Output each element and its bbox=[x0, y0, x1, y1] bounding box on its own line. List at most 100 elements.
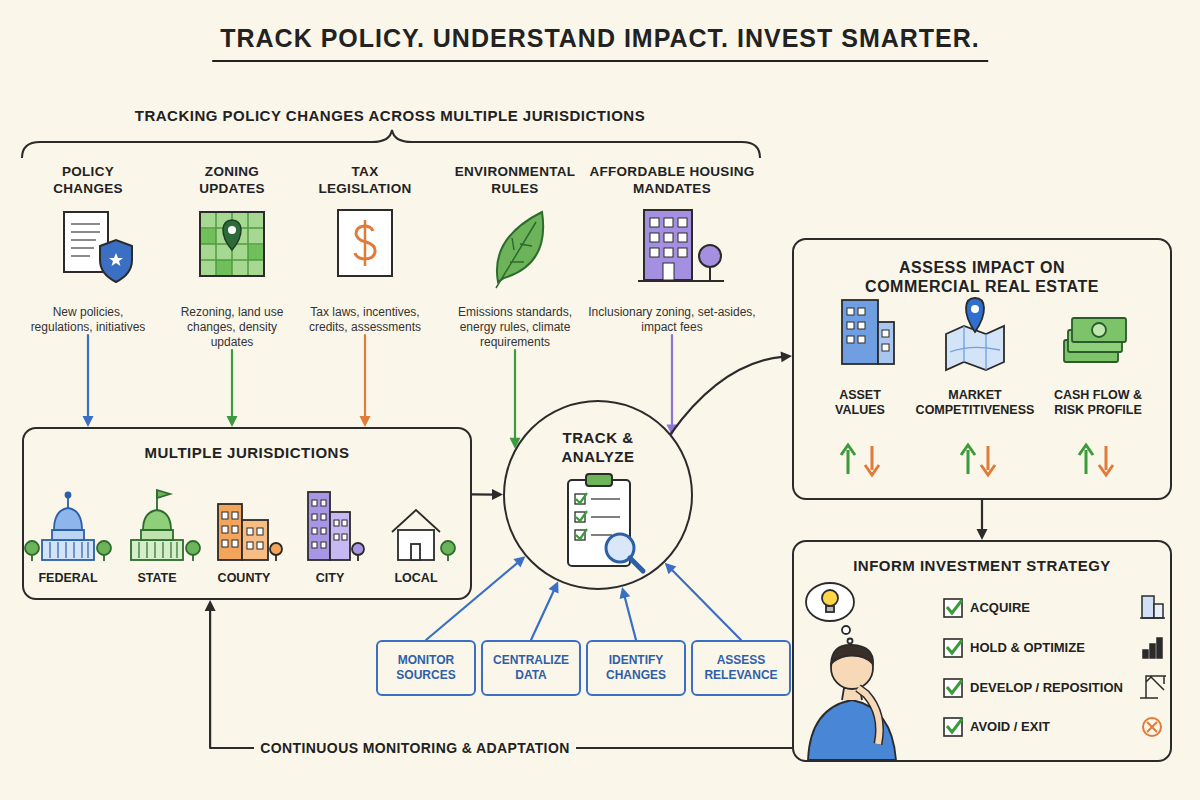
connector bbox=[205, 600, 792, 748]
category-description: Rezoning, land use changes, density upda… bbox=[176, 305, 288, 350]
arrowhead bbox=[510, 438, 521, 449]
market-map-icon bbox=[946, 298, 1004, 370]
step-text: CENTRALIZE DATA bbox=[489, 653, 573, 683]
jurisdiction-label: FEDERAL bbox=[26, 571, 110, 585]
circle-heading: TRACK & ANALYZE bbox=[543, 428, 653, 466]
process-circle: TRACK & ANALYZE bbox=[503, 400, 693, 590]
clipboard-icon bbox=[568, 474, 643, 571]
connector-line bbox=[671, 335, 673, 427]
strategy-option: DEVELOP / REPOSITION bbox=[970, 680, 1142, 696]
connector bbox=[667, 335, 678, 435]
category-heading: POLICY CHANGES bbox=[28, 163, 148, 197]
jurisdiction-label: COUNTY bbox=[202, 571, 286, 585]
category-heading: ZONING UPDATES bbox=[176, 163, 288, 197]
arrowhead bbox=[665, 563, 677, 575]
connector bbox=[227, 350, 238, 427]
policy-icon bbox=[64, 212, 132, 282]
jurisdiction-label: LOCAL bbox=[374, 571, 458, 585]
box-heading: MULTIPLE JURISDICTIONS bbox=[34, 443, 460, 462]
connector-label: CONTINUOUS MONITORING & ADAPTATION bbox=[254, 739, 575, 757]
diagram-title: TRACK POLICY. UNDERSTAND IMPACT. INVEST … bbox=[212, 24, 988, 62]
jurisdiction-label: STATE bbox=[115, 571, 199, 585]
step-text: MONITOR SOURCES bbox=[384, 653, 468, 683]
step-box: IDENTIFY CHANGES bbox=[586, 640, 686, 696]
category-description: Tax laws, incentives, credits, assessmen… bbox=[305, 305, 425, 335]
arrowhead bbox=[227, 416, 238, 427]
step-box: ASSESS RELEVANCE bbox=[691, 640, 791, 696]
step-box: MONITOR SOURCES bbox=[376, 640, 476, 696]
money-icon bbox=[1064, 318, 1126, 362]
arrowhead bbox=[977, 529, 988, 540]
connector bbox=[83, 335, 94, 427]
connector bbox=[620, 587, 636, 640]
box-heading: ASSESS IMPACT ON COMMERCIAL REAL ESTATE bbox=[847, 258, 1117, 296]
affordable-housing-icon bbox=[638, 210, 724, 281]
connector bbox=[472, 489, 503, 500]
arrowhead bbox=[620, 587, 631, 599]
connector-line bbox=[472, 493, 495, 495]
zoning-map-icon bbox=[200, 212, 264, 276]
jurisdiction-label: CITY bbox=[288, 571, 372, 585]
step-box: CENTRALIZE DATA bbox=[481, 640, 581, 696]
bracket bbox=[22, 130, 760, 158]
connector-line bbox=[981, 500, 983, 532]
category-heading: ENVIRONMENTAL RULES bbox=[446, 163, 584, 197]
connector-line bbox=[364, 335, 366, 419]
city-icon bbox=[308, 492, 364, 561]
step-text: IDENTIFY CHANGES bbox=[594, 653, 678, 683]
strategy-icons bbox=[1140, 596, 1166, 736]
arrowhead bbox=[492, 489, 503, 500]
connector-line bbox=[514, 350, 516, 441]
connector-line bbox=[624, 595, 636, 640]
category-description: Emissions standards, energy rules, clima… bbox=[446, 305, 584, 350]
impact-label: ASSET VALUES bbox=[815, 388, 905, 418]
strategy-option: AVOID / EXIT bbox=[970, 719, 1140, 735]
federal-icon bbox=[25, 493, 111, 562]
step-text: ASSESS RELEVANCE bbox=[699, 653, 783, 683]
state-icon bbox=[131, 490, 200, 561]
county-icon bbox=[218, 504, 282, 561]
category-description: Inclusionary zoning, set-asides, impact … bbox=[583, 305, 761, 335]
connector bbox=[360, 335, 371, 427]
arrowhead bbox=[205, 600, 216, 611]
connector bbox=[671, 351, 792, 434]
category-column: TAX LEGISLATION Tax laws, incentives, cre… bbox=[305, 163, 425, 335]
category-heading: TAX LEGISLATION bbox=[305, 163, 425, 197]
strategy-checkboxes bbox=[944, 599, 962, 736]
impact-label: CASH FLOW & RISK PROFILE bbox=[1042, 388, 1154, 418]
arrowhead bbox=[513, 556, 525, 567]
tax-document-icon bbox=[338, 210, 392, 276]
category-description: New policies, regulations, initiatives bbox=[28, 305, 148, 335]
arrowhead bbox=[549, 581, 559, 593]
connector-line bbox=[531, 589, 555, 640]
local-house-icon bbox=[392, 510, 455, 561]
impact-label: MARKET COMPETITIVENESS bbox=[900, 388, 1050, 418]
connector-line bbox=[231, 350, 233, 419]
box-heading: INFORM INVESTMENT STRATEGY bbox=[804, 556, 1160, 575]
connector bbox=[510, 350, 521, 449]
asset-building-icon bbox=[842, 300, 894, 364]
arrowhead bbox=[83, 416, 94, 427]
leaf-icon bbox=[496, 212, 543, 288]
arrowhead bbox=[781, 351, 792, 362]
category-heading: AFFORDABLE HOUSING MANDATES bbox=[583, 163, 761, 197]
trend-arrows bbox=[841, 445, 1113, 475]
arrowhead bbox=[360, 416, 371, 427]
connector-line bbox=[671, 357, 784, 434]
strategy-option: HOLD & OPTIMIZE bbox=[970, 640, 1140, 656]
category-column: ENVIRONMENTAL RULES Emissions standards, … bbox=[446, 163, 584, 350]
category-column: POLICY CHANGES New policies, regulations,… bbox=[28, 163, 148, 335]
connector bbox=[665, 563, 741, 640]
category-column: ZONING UPDATES Rezoning, land use changes… bbox=[176, 163, 288, 350]
process-box: ASSESS IMPACT ON COMMERCIAL REAL ESTATE bbox=[792, 238, 1172, 500]
connector-line bbox=[210, 608, 792, 748]
thinking-person bbox=[806, 583, 896, 760]
category-column: AFFORDABLE HOUSING MANDATES Inclusionary … bbox=[583, 163, 761, 335]
strategy-option: ACQUIRE bbox=[970, 600, 1140, 616]
section-label: TRACKING POLICY CHANGES ACROSS MULTIPLE … bbox=[80, 107, 700, 124]
connector bbox=[531, 581, 559, 640]
connector-line bbox=[426, 561, 519, 640]
connector bbox=[977, 500, 988, 540]
connector-line bbox=[670, 568, 741, 640]
connector-line bbox=[87, 335, 89, 419]
